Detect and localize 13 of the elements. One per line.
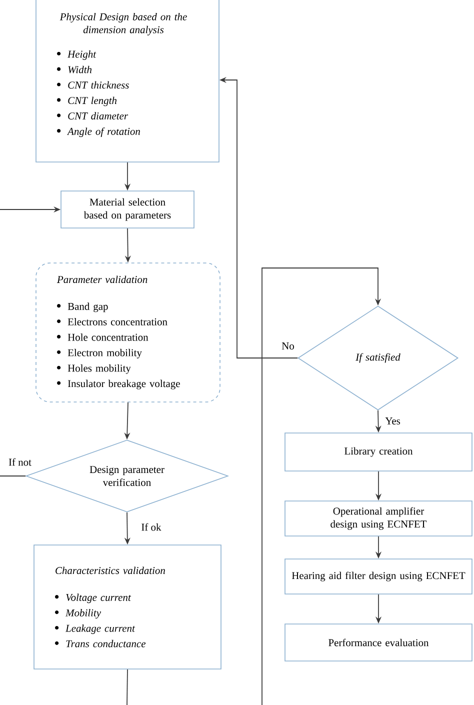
process-box: Library creation	[284, 432, 472, 472]
process-box: Material selection based on parameters	[60, 190, 194, 228]
process-box: Characteristics validation Voltage current Mobility Leakage current Trans conductance	[34, 544, 222, 670]
process-box: Hearing aid filter design using ECNFET	[284, 558, 472, 594]
process-box: Performance evaluation	[284, 624, 472, 662]
edge-label: No	[280, 342, 296, 350]
edge-label: If ok	[140, 522, 162, 532]
connector-line	[126, 668, 128, 705]
arrow	[262, 268, 382, 705]
process-box: Operational amplifier design using ECNFET	[284, 500, 472, 536]
process-box: Physical Design based on the dimension analysis Height Width CNT thickness CNT length CNT diameter Angle of rotation	[36, 0, 220, 162]
edge-label: Yes	[384, 416, 402, 426]
process-box: Parameter validation Band gap Electrons concentration Hole concentration Electron mobility Holes mobility Insulator breakage voltage	[36, 262, 220, 402]
